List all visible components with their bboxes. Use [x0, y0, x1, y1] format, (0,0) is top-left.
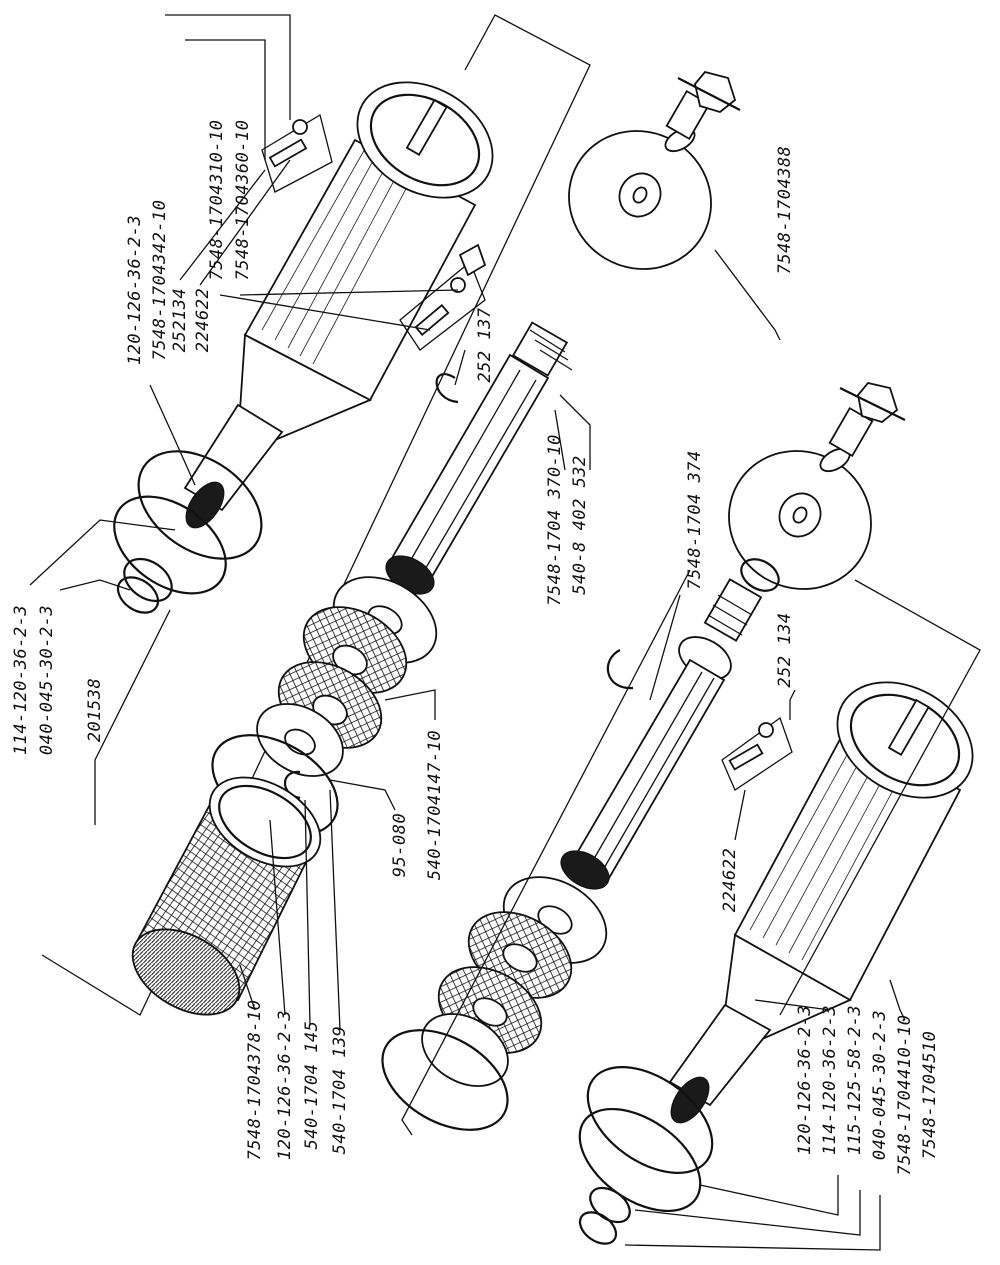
label-114-120-36-2-3: 114-120-36-2-3 [11, 605, 31, 755]
right-tube-bracket [401, 569, 691, 1136]
lower-o-ring-small-2 [578, 1211, 618, 1245]
label-7548-1704360-10: 7548-1704360-10 [233, 119, 253, 280]
lock-plate-icon [458, 243, 487, 277]
label-7548-1704378-10: 7548-1704378-10 [245, 999, 265, 1160]
right-center-tube-assembly [381, 558, 780, 1131]
nut-icon [450, 277, 466, 293]
label-7548-1704410-10: 7548-1704410-10 [895, 1014, 915, 1175]
label-540-1704147-10: 540-1704147-10 [425, 730, 445, 880]
label-7548-1704370-10: 7548-1704 370-10 [545, 434, 565, 606]
left-tube-spring-end [511, 321, 569, 377]
label-252137: 252 137 [475, 307, 495, 382]
label-540-1704145: 540-1704 145 [302, 1021, 322, 1150]
label-040-045-30-2-3-b: 040-045-30-2-3 [870, 1010, 890, 1160]
label-7548-1704342-10: 7548-1704342-10 [150, 199, 170, 360]
left-center-tube-assembly [211, 321, 573, 836]
label-7548-1704388: 7548-1704388 [775, 146, 795, 275]
lower-right-cap-assembly [728, 382, 906, 590]
strainer-cylinder [131, 776, 322, 1016]
washer-icon-2 [758, 722, 774, 738]
lower-housing-stud [887, 698, 930, 756]
lower-o-ring-large [586, 1066, 714, 1174]
label-224622-b: 224622 [720, 848, 740, 912]
lower-filter-housing [578, 681, 974, 1245]
label-7548-1704310-10: 7548-1704310-10 [207, 119, 227, 280]
screw-icon-2 [728, 743, 764, 771]
right-circlip-icon [606, 649, 634, 690]
label-040-045-30-2-3: 040-045-30-2-3 [37, 605, 57, 755]
right-tube-spring [703, 578, 763, 642]
upper-housing-stud [405, 98, 448, 156]
label-114-120-36-2-3-b: 114-120-36-2-3 [820, 1005, 840, 1155]
label-252134-b: 252 134 [775, 612, 795, 687]
screw-inset-box-2 [399, 260, 486, 351]
bolt-icon [414, 303, 450, 337]
screw-icon [268, 138, 308, 168]
leader-lines [29, 14, 906, 1251]
label-120-126-36-2-3: 120-126-36-2-3 [125, 215, 145, 365]
label-540-8402532: 540-8 402 532 [570, 455, 590, 595]
upper-filter-housing [113, 81, 494, 614]
right-center-tube [568, 658, 726, 887]
right-washer-2 [421, 1013, 509, 1087]
left-group-bracket [41, 14, 591, 1016]
upper-o-ring-small-2 [116, 576, 160, 614]
circlip-icon [435, 373, 459, 404]
label-115-125-58-2-3: 115-125-58-2-3 [845, 1005, 865, 1155]
lower-o-ring-small-1 [589, 1186, 631, 1224]
upper-o-ring-small-1 [123, 557, 173, 603]
label-120-126-36-2-3-c: 120-126-36-2-3 [795, 1005, 815, 1155]
label-252134: 252134 [170, 288, 190, 352]
label-120-126-36-2-3-b: 120-126-36-2-3 [275, 1010, 295, 1160]
upper-o-ring-medium [113, 495, 227, 595]
label-540-1704139: 540-1704 139 [330, 1026, 350, 1155]
part-number-labels: 7548-1704310-10 7548-1704360-10 7548-170… [11, 119, 940, 1175]
hex-nut-icon-2 [857, 382, 899, 423]
hex-nut-icon [694, 70, 737, 113]
label-201538: 201538 [85, 678, 105, 742]
label-224622: 224622 [193, 288, 213, 352]
upper-right-cap-assembly [568, 70, 741, 270]
label-95-080: 95-080 [390, 813, 410, 877]
lower-housing-bracket [779, 579, 981, 1016]
label-7548-1704510: 7548-1704510 [920, 1031, 940, 1160]
label-7548-1704374: 7548-1704 374 [685, 450, 705, 590]
left-center-tube [390, 353, 550, 582]
upper-o-ring-large [137, 450, 263, 560]
washer-icon [292, 119, 308, 135]
right-gasket-ring [381, 1029, 509, 1131]
